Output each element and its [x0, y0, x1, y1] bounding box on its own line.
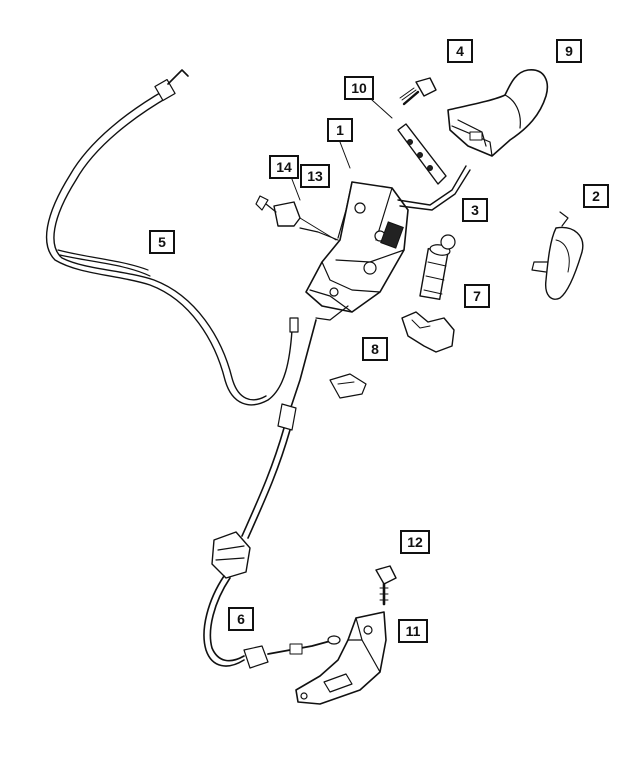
part-6-cable [203, 319, 341, 669]
part-9-shift-knob [447, 69, 549, 157]
part-1-shifter-assembly [299, 165, 471, 321]
callout-4: 4 [447, 39, 473, 63]
part-4-bolt [399, 77, 437, 106]
part-7-solenoid [419, 234, 456, 301]
part-2-trim [531, 211, 584, 300]
part-5-cable [45, 69, 299, 406]
callout-10: 10 [344, 76, 374, 100]
callout-8: 8 [362, 337, 388, 361]
callout-1: 1 [327, 118, 353, 142]
callout-13: 13 [300, 164, 330, 188]
callout-9: 9 [556, 39, 582, 63]
callout-14: 14 [269, 155, 299, 179]
callout-6: 6 [228, 607, 254, 631]
callout-7: 7 [464, 284, 490, 308]
part-8-connector [329, 311, 455, 399]
part-10-plate [371, 99, 447, 185]
part-13-14-plunger [255, 195, 337, 241]
callout-3: 3 [462, 198, 488, 222]
callout-12: 12 [400, 530, 430, 554]
callout-11: 11 [398, 619, 428, 643]
callout-5: 5 [149, 230, 175, 254]
callout-2: 2 [583, 184, 609, 208]
part-11-bracket [295, 611, 387, 705]
part-12-bolt [375, 565, 397, 606]
